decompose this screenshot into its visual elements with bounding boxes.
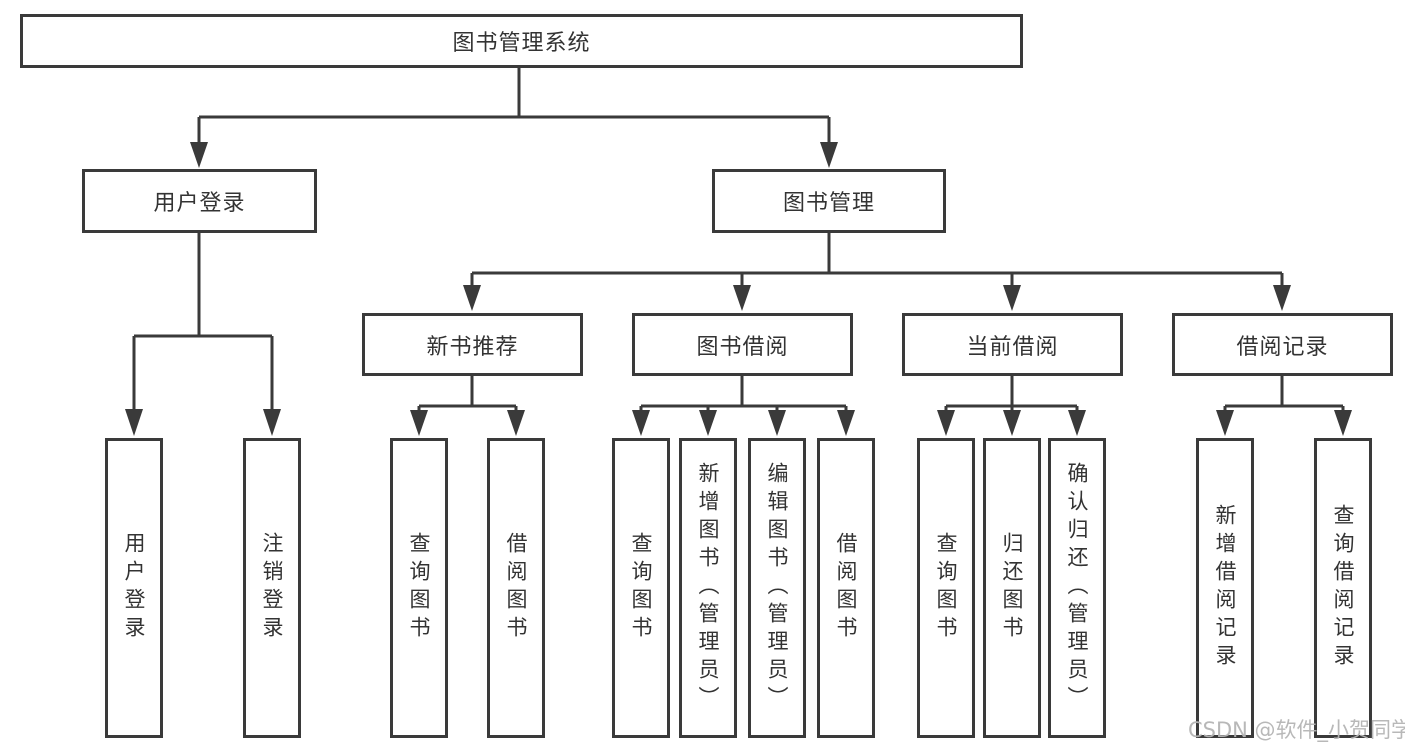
leaf-query-books-borrow: 查询图书 (612, 438, 670, 738)
node-label: 用户登录 (122, 532, 146, 644)
arrowhead-icon (733, 285, 751, 311)
node-label: 新增图书（管理员） (696, 462, 720, 714)
arrowhead-icon (937, 410, 955, 436)
connector-line (639, 376, 848, 414)
arrowhead-icon (1273, 285, 1291, 311)
arrowhead-icon (190, 142, 208, 168)
connector-records-to-leaves (1216, 376, 1352, 436)
node-label: 图书借阅 (696, 334, 789, 360)
node-label: 确认归还（管理员） (1065, 462, 1089, 714)
leaf-logout: 注销登录 (243, 438, 301, 738)
node-current-borrow: 当前借阅 (902, 313, 1123, 376)
arrowhead-icon (820, 142, 838, 168)
node-label: 借阅记录 (1236, 334, 1329, 360)
arrowhead-icon (507, 410, 525, 436)
node-book-management: 图书管理 (712, 169, 946, 233)
node-label: 注销登录 (260, 532, 284, 644)
leaf-query-borrow-record: 查询借阅记录 (1314, 438, 1372, 738)
arrowhead-icon (263, 409, 281, 436)
node-label: 编辑图书（管理员） (765, 462, 789, 714)
node-label: 新增借阅记录 (1213, 504, 1237, 672)
connector-login-to-leaves (125, 233, 281, 436)
node-user-login: 用户登录 (82, 169, 317, 233)
arrowhead-icon (837, 410, 855, 436)
node-library-system: 图书管理系统 (20, 14, 1023, 68)
arrowhead-icon (125, 409, 143, 436)
arrowhead-icon (1334, 410, 1352, 436)
arrowhead-icon (1216, 410, 1234, 436)
node-label: 归还图书 (1000, 532, 1024, 644)
node-label: 图书管理 (782, 191, 875, 216)
leaf-return-books: 归还图书 (983, 438, 1041, 738)
connector-mgmt-to-level3 (463, 233, 1291, 311)
node-label: 新书推荐 (426, 334, 519, 360)
connector-line (417, 376, 518, 414)
node-label: 借阅图书 (834, 532, 858, 644)
csdn-watermark: CSDN @软件_小贺同学 (1188, 718, 1405, 742)
connector-line (1223, 376, 1345, 414)
arrowhead-icon (1003, 410, 1021, 436)
connector-root-to-level2 (190, 68, 838, 168)
leaf-query-books-current: 查询图书 (917, 438, 975, 738)
node-label: 查询借阅记录 (1331, 504, 1355, 672)
leaf-add-books-admin: 新增图书（管理员） (679, 438, 737, 738)
arrowhead-icon (632, 410, 650, 436)
node-borrow-records: 借阅记录 (1172, 313, 1393, 376)
connector-newbook-to-leaves (410, 376, 525, 436)
connector-line (944, 376, 1079, 414)
node-label: 图书管理系统 (452, 31, 591, 56)
arrowhead-icon (1003, 285, 1021, 311)
leaf-borrow-books: 借阅图书 (817, 438, 875, 738)
leaf-borrow-books-recommend: 借阅图书 (487, 438, 545, 738)
arrowhead-icon (768, 410, 786, 436)
node-label: 用户登录 (153, 191, 246, 216)
connector-line (197, 68, 831, 146)
connector-line (470, 233, 1284, 289)
connector-line (132, 233, 274, 412)
node-label: 查询图书 (629, 532, 653, 644)
node-label: 当前借阅 (966, 334, 1059, 360)
arrowhead-icon (463, 285, 481, 311)
node-label: 借阅图书 (504, 532, 528, 644)
leaf-query-books-recommend: 查询图书 (390, 438, 448, 738)
leaf-edit-books-admin: 编辑图书（管理员） (748, 438, 806, 738)
arrowhead-icon (410, 410, 428, 436)
leaf-add-borrow-record: 新增借阅记录 (1196, 438, 1254, 738)
node-label: 查询图书 (934, 532, 958, 644)
node-book-borrow: 图书借阅 (632, 313, 853, 376)
leaf-user-login: 用户登录 (105, 438, 163, 738)
leaf-confirm-return-admin: 确认归还（管理员） (1048, 438, 1106, 738)
connector-current-to-leaves (937, 376, 1086, 436)
connector-bookborrow-to-leaves (632, 376, 855, 436)
node-label: 查询图书 (407, 532, 431, 644)
arrowhead-icon (1068, 410, 1086, 436)
arrowhead-icon (699, 410, 717, 436)
node-new-book-recommend: 新书推荐 (362, 313, 583, 376)
